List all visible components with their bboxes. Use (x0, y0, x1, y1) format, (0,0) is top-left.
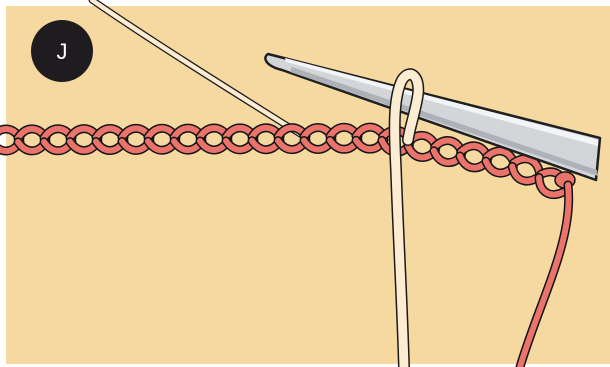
step-label: J (57, 39, 68, 64)
diagram-panel (6, 6, 610, 364)
step-badge: J (31, 20, 93, 82)
